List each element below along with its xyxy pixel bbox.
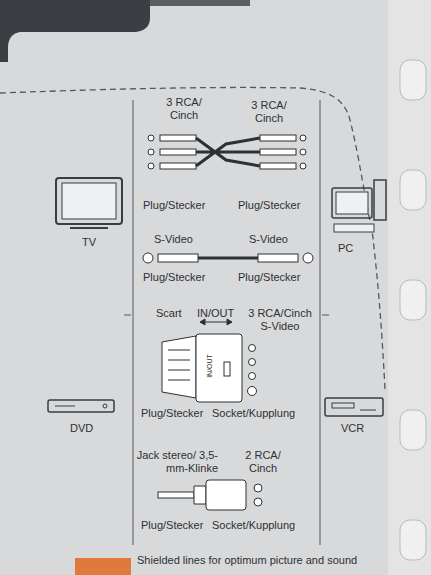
note-text: Shielded lines for optimum picture and s… (137, 554, 357, 567)
jack-adapter (158, 480, 262, 510)
tick (124, 315, 131, 316)
plug-label: Plug/Stecker (141, 519, 203, 532)
socket-label: Socket/Kupplung (212, 407, 295, 420)
connector-label: Jack stereo/ 3,5-mm-Klinke (134, 449, 218, 475)
plug-label: Plug/Stecker (143, 271, 205, 284)
dvd-icon (48, 400, 114, 412)
tick (322, 315, 329, 316)
divider-line (133, 100, 134, 545)
device-label: DVD (70, 422, 93, 435)
plug-label: Plug/Stecker (238, 199, 300, 212)
connector-label: 3 RCA/ Cinch (163, 96, 205, 122)
connector-label: 2 RCA/ Cinch (240, 449, 286, 475)
divider-line (320, 100, 321, 545)
blister-bumps (400, 60, 426, 560)
plug-label: Plug/Stecker (143, 199, 205, 212)
socket-label: Socket/Kupplung (212, 519, 295, 532)
connector-label: Scart (156, 307, 182, 320)
color-tab (75, 558, 131, 575)
svideo-cable (143, 253, 313, 263)
pc-icon (332, 180, 386, 232)
connector-label: S-Video (249, 233, 288, 246)
plug-label: Plug/Stecker (238, 271, 300, 284)
vcr-icon (325, 398, 383, 416)
adapter-marking: IN/OUT (206, 354, 214, 378)
connector-label: 3 RCA/Cinch S-Video (243, 307, 317, 333)
dark-tab (0, 0, 150, 62)
device-label: PC (338, 242, 353, 255)
tv-icon (56, 178, 122, 228)
connector-label: S-Video (154, 233, 193, 246)
plug-label: Plug/Stecker (141, 407, 203, 420)
scart-adapter (162, 319, 257, 402)
direction-label: IN/OUT (197, 307, 234, 320)
rca-cable (148, 135, 306, 169)
blister (388, 0, 431, 575)
dark-tab (150, 0, 250, 6)
device-label: VCR (341, 422, 364, 435)
device-label: TV (82, 236, 96, 249)
connector-label: 3 RCA/ Cinch (248, 99, 290, 125)
